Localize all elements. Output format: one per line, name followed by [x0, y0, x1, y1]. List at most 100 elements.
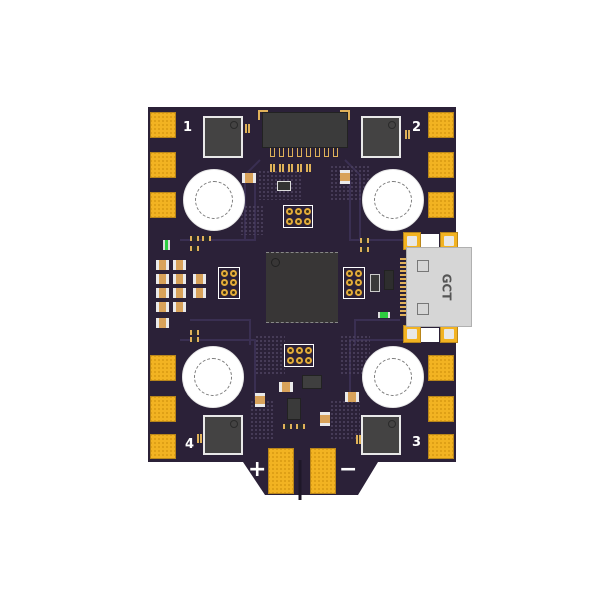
- pin: [230, 279, 237, 287]
- motor2-pad-c: [428, 192, 454, 218]
- capacitor: [173, 302, 186, 312]
- capacitor: [255, 393, 265, 407]
- resistor: [283, 424, 292, 429]
- resistor: [288, 164, 293, 172]
- pin: [296, 356, 303, 364]
- mosfet-chip-3: [361, 415, 401, 455]
- resistor: [356, 435, 361, 444]
- connector-pin: [315, 148, 320, 157]
- pin-header-bottom: [284, 344, 314, 367]
- resistor: [202, 236, 211, 241]
- resistor: [190, 337, 199, 342]
- pin: [295, 208, 302, 215]
- connector-pin: [306, 148, 311, 157]
- pin: [295, 217, 302, 225]
- motor3-pad-a: [428, 355, 454, 381]
- pin: [230, 270, 237, 277]
- pin: [304, 208, 311, 215]
- via-field: [330, 400, 360, 440]
- mcu-chip: [266, 252, 338, 323]
- pin-header-right: [343, 267, 365, 299]
- capacitor: [345, 392, 359, 402]
- usb-brand-label: GCT: [439, 273, 454, 301]
- motor3-pad-b: [428, 396, 454, 422]
- resistor: [245, 124, 250, 133]
- connector-corner: [340, 110, 350, 120]
- small-ic: [384, 270, 394, 290]
- resistor: [360, 238, 369, 243]
- pin: [296, 347, 303, 354]
- resistor: [190, 330, 199, 335]
- capacitor: [156, 274, 169, 284]
- pin: [305, 347, 312, 354]
- pin: [346, 288, 353, 296]
- resistor: [297, 164, 302, 172]
- mosfet-chip-1: [203, 116, 243, 158]
- pin: [286, 208, 293, 215]
- pin1-marker-icon: [271, 258, 280, 267]
- usb-c-port[interactable]: GCT: [406, 247, 472, 327]
- capacitor: [320, 412, 330, 426]
- resistor: [279, 164, 284, 172]
- motor-label-3: 3: [412, 435, 422, 450]
- status-led-green: [378, 312, 390, 318]
- motor2-pad-b: [428, 152, 454, 178]
- pin: [304, 217, 311, 225]
- status-led-green: [163, 240, 170, 250]
- pin: [287, 347, 294, 354]
- motor1-pad-a: [150, 112, 176, 138]
- pin: [286, 217, 293, 225]
- battery-positive-pad: [268, 448, 294, 494]
- usb-contact: [417, 260, 429, 272]
- pin: [355, 279, 362, 287]
- motor4-pad-a: [150, 355, 176, 381]
- mounting-hole-top-right: [362, 169, 424, 231]
- motor4-pad-c: [150, 434, 176, 459]
- resistor: [190, 236, 199, 241]
- via-field: [240, 205, 265, 235]
- connector-pin: [297, 148, 302, 157]
- small-ic: [370, 274, 380, 292]
- usb-mount-tab: [403, 325, 421, 343]
- motor3-pad-c: [428, 434, 454, 459]
- connector-pin: [324, 148, 329, 157]
- capacitor: [340, 170, 350, 184]
- resistor: [296, 424, 305, 429]
- small-ic: [277, 181, 291, 191]
- pin: [221, 288, 228, 296]
- resistor: [197, 434, 202, 443]
- connector-pin: [279, 148, 284, 157]
- mosfet-chip-2: [361, 116, 401, 158]
- motor1-pad-c: [150, 192, 176, 218]
- pin: [287, 356, 294, 364]
- capacitor: [173, 260, 186, 270]
- usb-contact: [417, 303, 429, 315]
- resistor: [360, 247, 369, 252]
- motor4-pad-b: [150, 396, 176, 422]
- inductor: [302, 375, 322, 389]
- pin: [346, 270, 353, 277]
- mounting-hole-bottom-right: [362, 346, 424, 408]
- pin: [221, 279, 228, 287]
- negative-label: −: [339, 457, 358, 482]
- motor-label-2: 2: [412, 120, 422, 135]
- regulator-ic: [287, 398, 301, 420]
- capacitor: [156, 260, 169, 270]
- mounting-hole-bottom-left: [182, 346, 244, 408]
- capacitor: [156, 318, 169, 328]
- mounting-hole-top-left: [183, 169, 245, 231]
- motor-label-4: 4: [185, 437, 195, 452]
- pin: [355, 270, 362, 277]
- capacitor: [193, 288, 206, 298]
- pin: [230, 288, 237, 296]
- motor1-pad-b: [150, 152, 176, 178]
- pin: [355, 288, 362, 296]
- resistor: [190, 246, 199, 251]
- connector-pin: [270, 148, 275, 157]
- capacitor: [242, 173, 256, 183]
- usb-mount-tab: [440, 325, 458, 343]
- resistor: [405, 130, 410, 139]
- usb-gap: [421, 328, 439, 342]
- fpc-connector: [262, 112, 348, 148]
